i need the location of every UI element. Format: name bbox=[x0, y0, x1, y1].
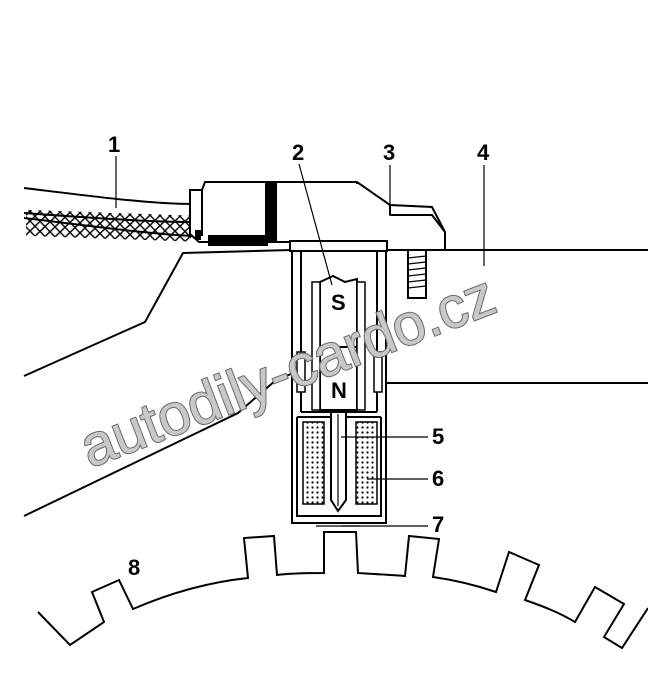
coil-winding bbox=[302, 421, 378, 505]
magnet-pole-south: S bbox=[331, 290, 346, 315]
mounting-screw bbox=[407, 249, 427, 299]
sensor-connector-head bbox=[189, 181, 446, 251]
soft-iron-core bbox=[330, 411, 347, 513]
sensor-cable bbox=[23, 187, 193, 242]
trigger-wheel bbox=[37, 531, 648, 650]
callout-3: 3 bbox=[383, 140, 395, 165]
leader-lines bbox=[115, 156, 485, 527]
magnet-pole-north: N bbox=[331, 378, 347, 403]
callout-7: 7 bbox=[432, 512, 444, 537]
sensor-flange bbox=[289, 240, 388, 252]
callout-2: 2 bbox=[292, 140, 304, 165]
callout-5: 5 bbox=[432, 424, 444, 449]
callout-8: 8 bbox=[128, 555, 140, 580]
permanent-magnet: S N bbox=[311, 274, 366, 411]
callout-4: 4 bbox=[477, 140, 490, 165]
callout-6: 6 bbox=[432, 466, 444, 491]
callout-1: 1 bbox=[108, 132, 120, 157]
